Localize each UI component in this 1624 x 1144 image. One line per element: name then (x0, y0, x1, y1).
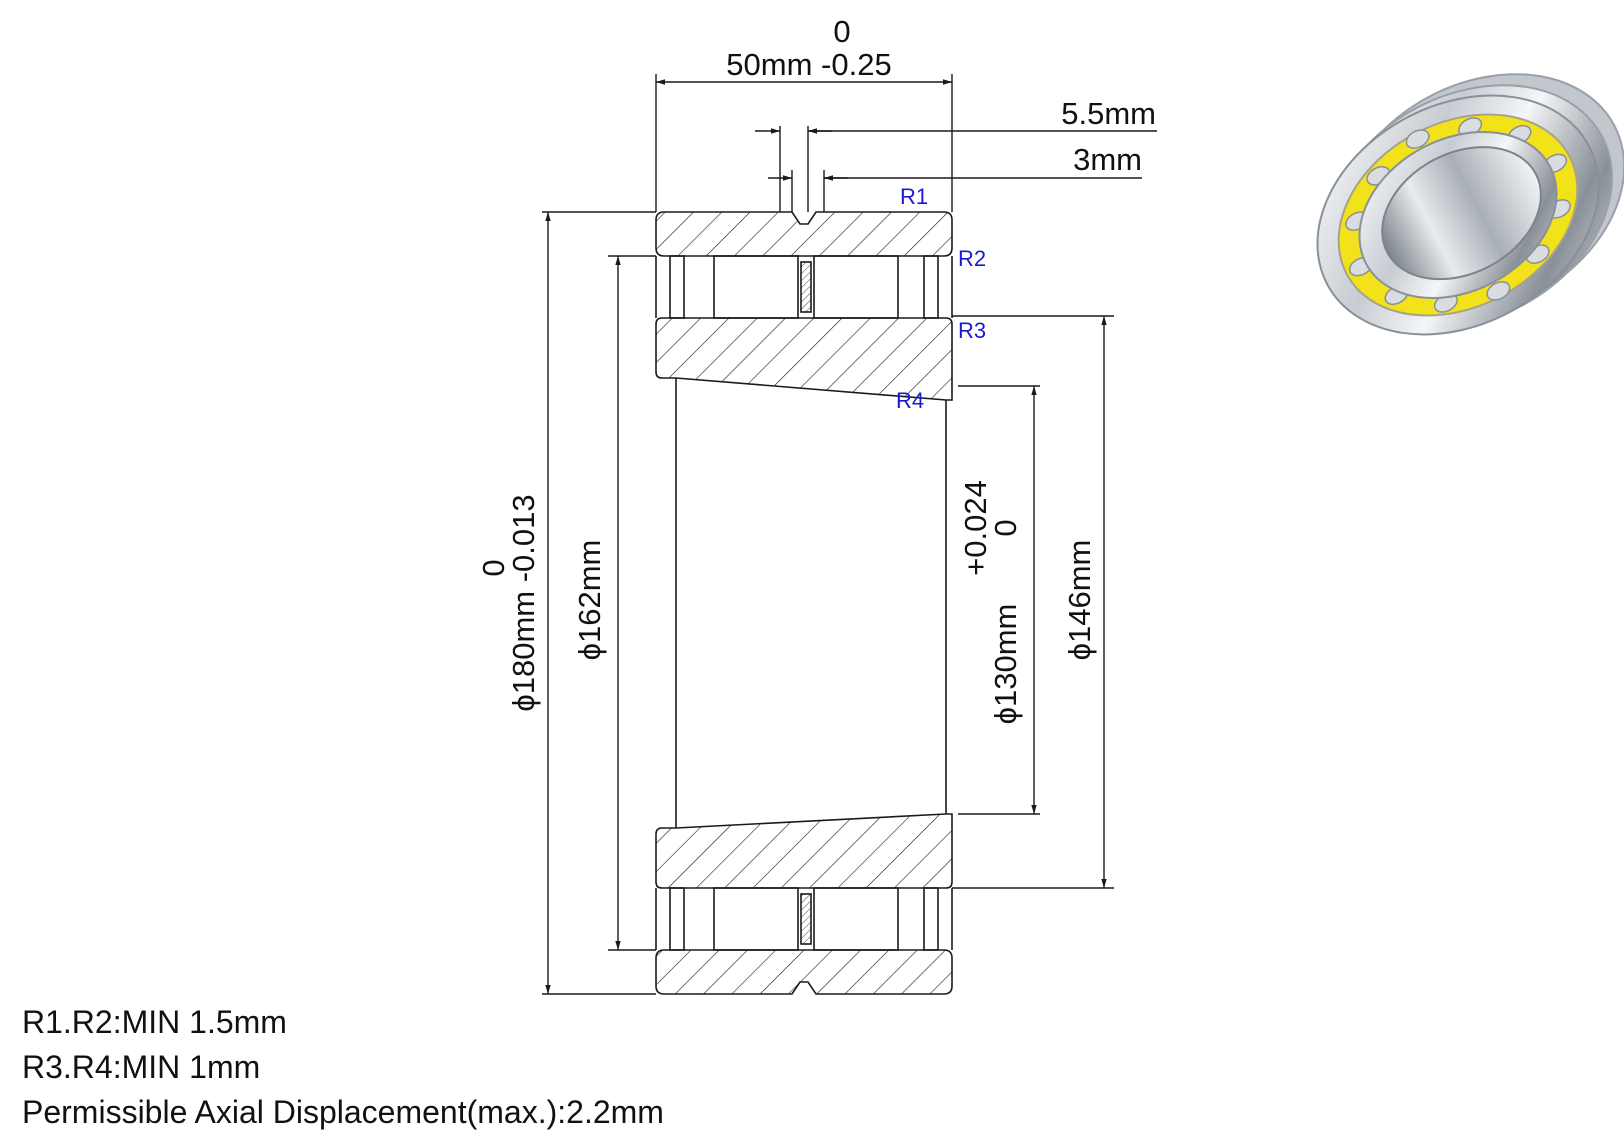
dimension-text: 0 50mm -0.25 5.5mm 3mm 0 ϕ180mm -0.013 ϕ… (476, 14, 1156, 724)
outer-diameter-dimension: ϕ180mm -0.013 (506, 494, 541, 711)
dimension-lines (542, 74, 1157, 995)
bearing-cross-section (655, 211, 953, 995)
groove-width-dimension: 5.5mm (1061, 96, 1156, 131)
bore-tolerance-lower: 0 (988, 519, 1023, 536)
note-outer-radius: R1.R2:MIN 1.5mm (22, 1004, 287, 1040)
width-tolerance-upper: 0 (833, 14, 850, 49)
bearing-3d-render-icon (1316, 73, 1624, 336)
top-roller-row (655, 255, 953, 319)
width-dimension: 50mm -0.25 (726, 47, 891, 82)
inner-ring-diameter-dimension: ϕ146mm (1062, 540, 1097, 661)
bore-diameter-dimension: ϕ130mm (988, 604, 1023, 725)
inner-ring-top (655, 317, 953, 401)
specification-notes: R1.R2:MIN 1.5mm R3.R4:MIN 1mm Permissibl… (22, 1000, 664, 1135)
radius-labels: R1 R2 R3 R4 (896, 184, 986, 413)
radius-label-r1: R1 (900, 184, 928, 209)
outer-diameter-tolerance-upper: 0 (476, 559, 511, 576)
bore-tolerance-upper: +0.024 (958, 480, 993, 576)
note-inner-radius: R3.R4:MIN 1mm (22, 1049, 261, 1085)
bottom-roller-row (655, 887, 953, 951)
inner-ring-bottom (655, 813, 953, 889)
radius-label-r4: R4 (896, 388, 924, 413)
outer-ring-bottom (655, 949, 953, 995)
groove-inner-dimension: 3mm (1073, 142, 1142, 177)
raceway-diameter-dimension: ϕ162mm (572, 540, 607, 661)
radius-label-r2: R2 (958, 246, 986, 271)
outer-ring-top (655, 211, 953, 257)
radius-label-r3: R3 (958, 318, 986, 343)
note-axial-displacement: Permissible Axial Displacement(max.):2.2… (22, 1094, 664, 1130)
